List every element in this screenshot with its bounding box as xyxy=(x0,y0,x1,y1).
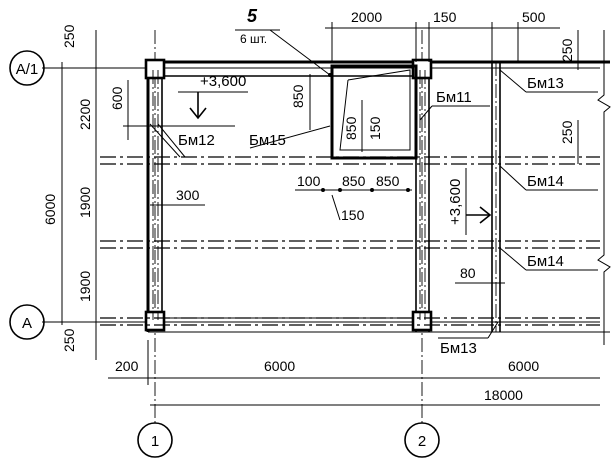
dim-left-250top: 250 xyxy=(61,24,77,48)
axis-bubble-1 xyxy=(137,422,173,458)
bm14b-label: Бм14 xyxy=(527,253,564,270)
dim-op-850c: 850 xyxy=(342,173,366,189)
bm15-underline xyxy=(249,125,331,149)
opening-frame xyxy=(330,64,418,160)
elevation-top-label: +3,600 xyxy=(200,73,246,90)
beam-labels: Бм12 Бм15 Бм11 Бм13 Бм14 Бм14 Бм13 xyxy=(123,69,598,357)
elevation-arrow xyxy=(189,107,207,120)
dim-top-2000: 2000 xyxy=(351,9,382,25)
bm13a-leader xyxy=(499,69,527,93)
dim-80: 80 xyxy=(460,265,476,281)
axis-label-2: 2 xyxy=(418,433,426,450)
dim-left-1900a: 1900 xyxy=(77,187,93,218)
bm11-leader xyxy=(419,105,433,121)
elevation-top: +3,600 xyxy=(178,73,248,120)
opening-inner xyxy=(339,69,411,151)
opening-mark: 5 xyxy=(247,6,258,26)
axis-bubble-a1 xyxy=(9,50,45,86)
dim-bot-18000: 18000 xyxy=(484,387,523,403)
bm14b-leader xyxy=(499,247,527,271)
axis-label-a: А xyxy=(22,315,32,332)
dim-op-850a: 850 xyxy=(290,84,306,108)
bm13a-label: Бм13 xyxy=(527,75,564,92)
dim-right-250a: 250 xyxy=(559,38,575,62)
axis-bubbles: А/1 А 1 2 xyxy=(9,50,440,458)
bm14a-label: Бм14 xyxy=(527,173,564,190)
dim-top-150: 150 xyxy=(433,9,457,25)
axis-label-a1: А/1 xyxy=(16,61,39,78)
dim-op-850d: 850 xyxy=(376,173,400,189)
dim-600: 600 xyxy=(109,86,125,110)
column-a1-1 xyxy=(144,58,166,80)
dim-top-500: 500 xyxy=(522,9,546,25)
bm13b-label: Бм13 xyxy=(440,340,477,357)
building-outline xyxy=(146,30,611,345)
column-a-2 xyxy=(411,310,433,332)
dim-op-100: 100 xyxy=(297,173,321,189)
opening: 5 6 шт. xyxy=(235,6,418,160)
axis-label-1: 1 xyxy=(151,433,159,450)
elevation-side-label: +3,600 xyxy=(447,179,464,225)
opening-leader-dot xyxy=(328,73,332,77)
dim-300: 300 xyxy=(176,187,200,203)
dim-op-150a: 150 xyxy=(367,116,383,140)
bm13b-leader xyxy=(487,321,499,339)
dim-left-250bot: 250 xyxy=(61,328,77,352)
dim-dot-1 xyxy=(321,188,325,192)
beam-lines xyxy=(100,62,600,332)
axis-bubble-2 xyxy=(404,422,440,458)
bm12-label: Бм12 xyxy=(178,132,215,149)
opening-leader xyxy=(269,29,331,76)
dim-dot-3 xyxy=(370,188,374,192)
break-line xyxy=(597,30,611,345)
dim-bot-6000a: 6000 xyxy=(264,358,295,374)
dimensions: 2000 150 500 250 250 250 2200 6000 1900 … xyxy=(42,9,600,406)
dim-bot-200: 200 xyxy=(115,358,139,374)
elevation-side: +3,600 xyxy=(447,168,492,235)
bm11-label: Бм11 xyxy=(436,89,472,106)
bm12-hatch-1 xyxy=(149,123,181,158)
bm14a-leader xyxy=(499,165,527,191)
dim-dot-4 xyxy=(406,188,410,192)
dim-dot-2 xyxy=(338,188,342,192)
dim-150-leader xyxy=(331,194,341,221)
bm12-hatch-2 xyxy=(157,123,186,158)
bm15-label: Бм15 xyxy=(249,132,286,149)
dim-left-2200: 2200 xyxy=(77,99,93,130)
dim-op-150b: 150 xyxy=(341,207,365,223)
axis-bubble-a xyxy=(9,304,45,340)
dim-right-250b: 250 xyxy=(559,120,575,144)
dim-left-6000: 6000 xyxy=(42,194,58,225)
dim-bot-6000b: 6000 xyxy=(508,358,539,374)
elevation-side-arrow xyxy=(479,206,492,224)
opening-qty: 6 шт. xyxy=(240,32,267,46)
dim-left-1900b: 1900 xyxy=(77,271,93,302)
dim-op-850b: 850 xyxy=(343,116,359,140)
column-a-1 xyxy=(144,310,166,332)
